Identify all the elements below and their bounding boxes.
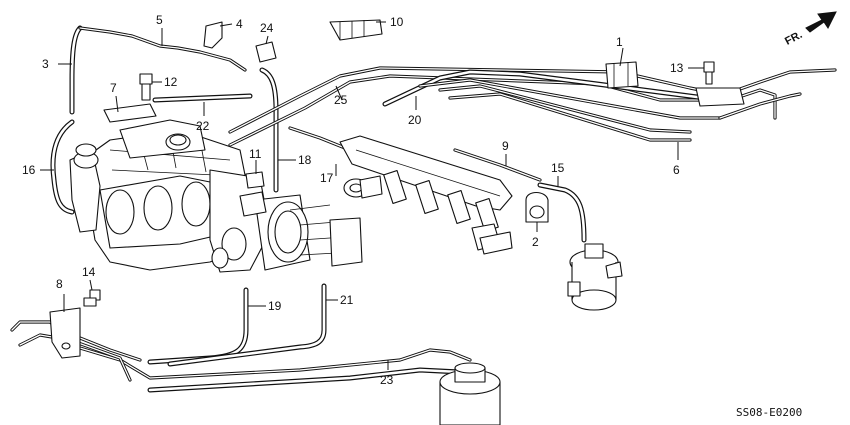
callouts: 1 2 3 4 5 6 7 8 9 10 11 12 13 14 15 16 1…: [22, 13, 684, 387]
hose-network: [10, 25, 837, 393]
callout-21: 21: [340, 293, 354, 307]
leader-lines: [40, 21, 704, 370]
callout-11: 11: [249, 147, 262, 161]
callout-18: 18: [298, 153, 312, 167]
callout-5: 5: [156, 13, 163, 27]
intake-manifold: [69, 119, 271, 273]
callout-20: 20: [408, 113, 422, 127]
callout-12: 12: [164, 75, 178, 89]
callout-8: 8: [56, 277, 63, 291]
fuel-rail: [339, 135, 513, 255]
callout-14: 14: [82, 265, 96, 279]
throttle-body: [239, 191, 363, 271]
callout-24: 24: [260, 21, 274, 35]
front-direction-indicator: FR.: [783, 11, 837, 48]
callout-19: 19: [268, 299, 282, 313]
callout-16: 16: [22, 163, 36, 177]
front-direction-arrow-icon: [805, 11, 837, 33]
callout-13: 13: [670, 61, 684, 75]
front-direction-label: FR.: [783, 29, 804, 48]
callout-7: 7: [110, 81, 117, 95]
callout-22: 22: [196, 119, 210, 133]
clamp: [525, 191, 549, 223]
charcoal-canister: [439, 362, 501, 425]
callout-3: 3: [42, 57, 49, 71]
callout-4: 4: [236, 17, 243, 31]
callout-2: 2: [532, 235, 539, 249]
callout-23: 23: [380, 373, 394, 387]
callout-15: 15: [551, 161, 565, 175]
callout-6: 6: [673, 163, 680, 177]
callout-25: 25: [334, 93, 348, 107]
small-parts: [49, 19, 745, 359]
callout-9: 9: [502, 139, 509, 153]
diagram-code: SS08-E0200: [736, 406, 802, 419]
purge-valve: [567, 243, 623, 311]
callout-10: 10: [390, 15, 404, 29]
callout-1: 1: [616, 35, 623, 49]
callout-17: 17: [320, 171, 334, 185]
